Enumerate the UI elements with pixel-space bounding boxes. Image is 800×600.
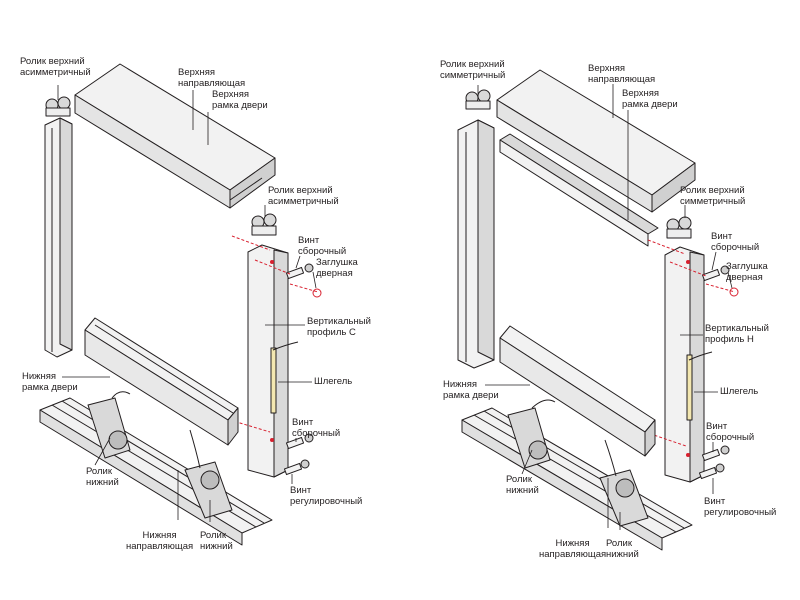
label-left-screw-adjusting: Винт регулировочный: [290, 485, 363, 507]
label-left-vertical-profile: Вертикальный профиль С: [307, 316, 371, 338]
label-right-roller-top-sym-2: Ролик верхний симметричный: [680, 185, 746, 207]
right-lower-guide: [461, 407, 693, 551]
label-right-screw-adjusting: Винт регулировочный: [704, 496, 777, 518]
right-assembly: [457, 69, 739, 551]
label-left-top-door-frame: Верхняя рамка двери: [212, 89, 268, 111]
left-top-guide: [74, 63, 276, 209]
label-right-roller-bottom-2: Ролик нижний: [606, 538, 639, 560]
right-lower-door-frame: [499, 325, 656, 457]
left-top-roller-1: [45, 96, 71, 117]
left-bottom-roller-1: [87, 391, 131, 459]
left-lower-door-frame: [84, 317, 239, 446]
label-left-roller-top-asym-1: Ролик верхний асимметричный: [20, 56, 91, 78]
left-assembly: [39, 63, 322, 546]
label-left-top-guide: Верхняя направляющая: [178, 67, 246, 89]
left-vertical-profile-1: [44, 117, 73, 358]
label-right-lower-door-frame: Нижняя рамка двери: [443, 379, 499, 401]
label-right-lower-guide: Нижняя направляющая: [539, 538, 607, 560]
label-right-roller-top-sym-1: Ролик верхний симметричный: [440, 59, 506, 81]
label-left-lower-guide: Нижняя направляющая: [126, 530, 194, 552]
label-right-vertical-profile: Вертикальный профиль Н: [705, 323, 769, 345]
right-top-guide: [496, 69, 696, 213]
label-left-schlegel: Шлегель: [314, 376, 353, 387]
right-top-roller-2: [666, 216, 692, 239]
right-top-roller-1: [465, 89, 491, 110]
label-left-roller-bottom-2: Ролик нижний: [200, 530, 233, 552]
label-right-roller-bottom-1: Ролик нижний: [506, 474, 539, 496]
label-right-top-door-frame: Верхняя рамка двери: [622, 88, 678, 110]
label-left-screw-assembly-bottom: Винт сборочный: [292, 417, 341, 439]
label-left-roller-bottom-1: Ролик нижний: [86, 466, 119, 488]
right-vertical-profile-h: [664, 246, 713, 483]
right-screws: [698, 265, 739, 480]
label-right-screw-assembly-bottom: Винт сборочный: [706, 421, 755, 443]
left-bottom-roller-2: [184, 429, 233, 519]
left-top-roller-2: [251, 213, 277, 236]
right-vertical-profile-1: [457, 119, 495, 369]
label-left-screw-assembly-top: Винт сборочный: [298, 235, 347, 257]
label-right-top-guide: Верхняя направляющая: [588, 63, 656, 85]
leader-lines: [57, 84, 733, 530]
label-right-screw-assembly-top: Винт сборочный: [711, 231, 760, 253]
label-right-schlegel: Шлегель: [720, 386, 759, 397]
label-left-door-plug: Заглушка дверная: [316, 257, 358, 279]
left-screws: [283, 263, 322, 476]
label-left-lower-door-frame: Нижняя рамка двери: [22, 371, 78, 393]
right-top-door-frame: [499, 133, 659, 247]
right-bottom-roller-1: [507, 399, 556, 469]
right-bottom-roller-2: [599, 439, 649, 527]
label-right-door-plug: Заглушка дверная: [726, 261, 768, 283]
label-left-roller-top-asym-2: Ролик верхний асимметричный: [268, 185, 339, 207]
